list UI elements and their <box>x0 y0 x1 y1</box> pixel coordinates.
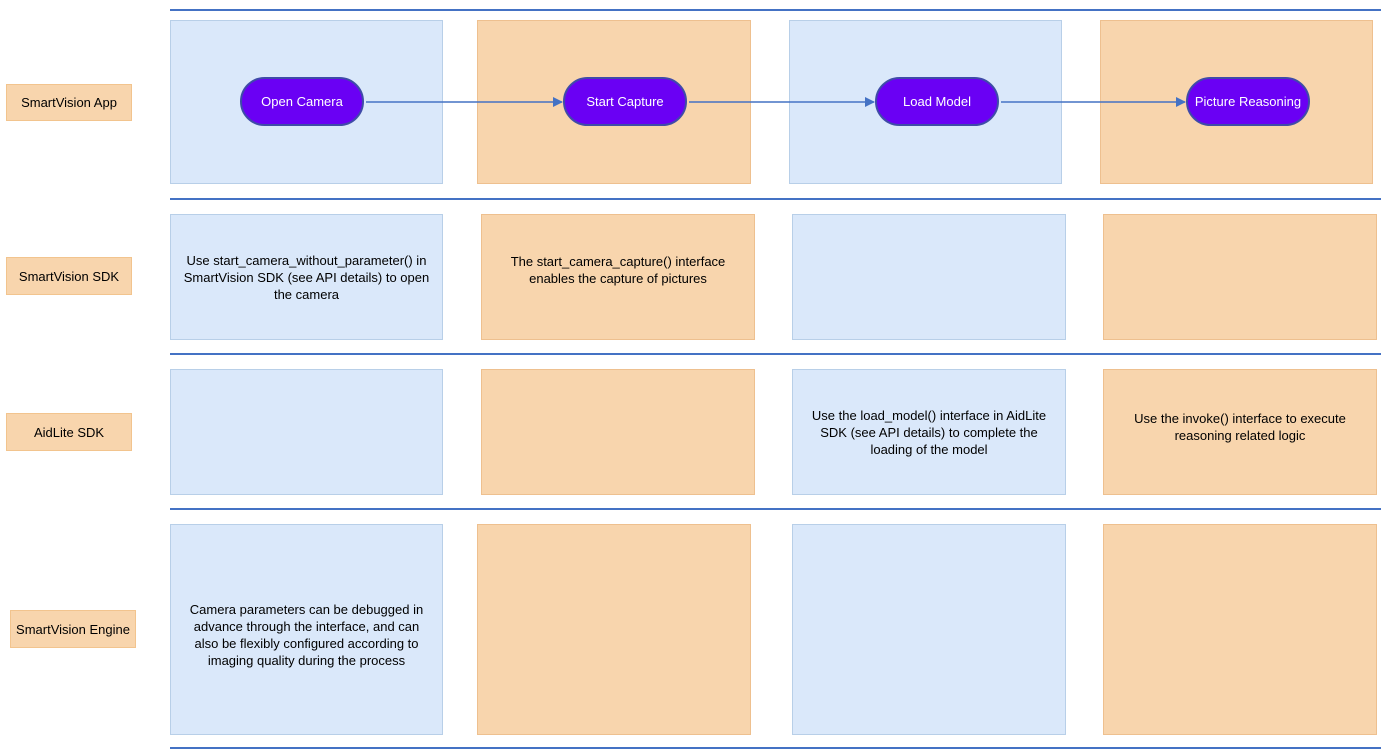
engine-cell-picture-reasoning <box>1103 524 1377 735</box>
sdk-note-open-camera: Use start_camera_without_parameter() in … <box>170 214 443 340</box>
aidlite-cell-open-camera <box>170 369 443 495</box>
lane-divider-bottom <box>170 747 1381 749</box>
sdk-cell-picture-reasoning <box>1103 214 1377 340</box>
aidlite-note-reasoning: Use the invoke() interface to execute re… <box>1103 369 1377 495</box>
engine-cell-load-model <box>792 524 1066 735</box>
lane-divider-2 <box>170 353 1381 355</box>
lane-divider-3 <box>170 508 1381 510</box>
lane-label-aidlite-sdk: AidLite SDK <box>6 413 132 451</box>
sdk-note-start-capture: The start_camera_capture() interface ena… <box>481 214 755 340</box>
lane-divider-1 <box>170 198 1381 200</box>
step-load-model[interactable]: Load Model <box>875 77 999 126</box>
aidlite-cell-start-capture <box>481 369 755 495</box>
lane-divider-top <box>170 9 1381 11</box>
engine-note-camera-parameters: Camera parameters can be debugged in adv… <box>170 524 443 735</box>
lane-label-smartvision-sdk: SmartVision SDK <box>6 257 132 295</box>
step-open-camera[interactable]: Open Camera <box>240 77 364 126</box>
step-start-capture[interactable]: Start Capture <box>563 77 687 126</box>
step-picture-reasoning[interactable]: Picture Reasoning <box>1186 77 1310 126</box>
aidlite-note-load-model: Use the load_model() interface in AidLit… <box>792 369 1066 495</box>
engine-cell-start-capture <box>477 524 751 735</box>
lane-label-smartvision-app: SmartVision App <box>6 84 132 121</box>
sdk-cell-load-model <box>792 214 1066 340</box>
lane-label-smartvision-engine: SmartVision Engine <box>10 610 136 648</box>
